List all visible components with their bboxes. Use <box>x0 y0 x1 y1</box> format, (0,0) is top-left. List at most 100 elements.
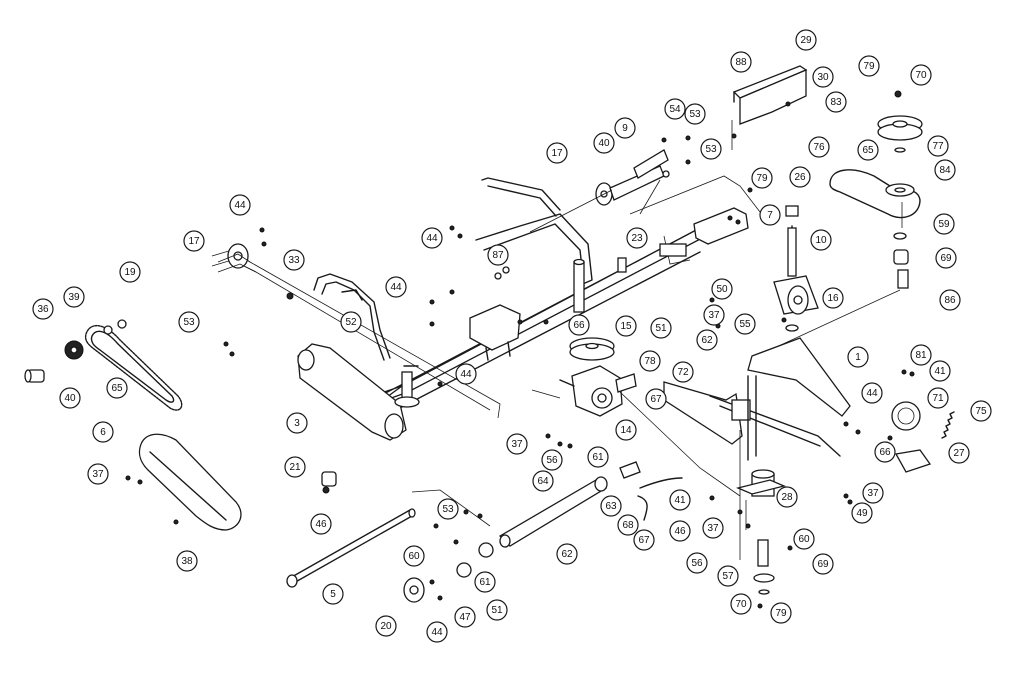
callout-number: 44 <box>234 200 246 211</box>
callout-number: 26 <box>794 172 806 183</box>
callout-88: 88 <box>730 51 752 73</box>
callout-number: 27 <box>953 448 965 459</box>
callout-number: 76 <box>813 142 825 153</box>
callout-circle <box>759 204 781 226</box>
upper-shaft-assembly <box>529 149 670 233</box>
adjuster-plate <box>659 207 749 265</box>
callout-circle <box>935 247 957 269</box>
callout-53: 53 <box>700 138 722 160</box>
callout-number: 75 <box>975 406 987 417</box>
callout-number: 44 <box>426 233 438 244</box>
callout-41: 41 <box>669 489 691 511</box>
right-frame-assembly <box>663 337 955 497</box>
callout-circle <box>474 571 496 593</box>
callout-28: 28 <box>776 486 798 508</box>
callout-number: 70 <box>735 599 747 610</box>
callout-number: 38 <box>181 556 193 567</box>
callout-37: 37 <box>87 463 109 485</box>
callout-27: 27 <box>948 442 970 464</box>
callout-circle <box>283 249 305 271</box>
callout-number: 56 <box>691 558 703 569</box>
callout-70: 70 <box>730 593 752 615</box>
callout-circle <box>857 139 879 161</box>
callout-circle <box>645 388 667 410</box>
callout-46: 46 <box>310 513 332 535</box>
callout-circle <box>734 313 756 335</box>
callout-number: 36 <box>37 304 49 315</box>
callout-number: 37 <box>511 439 523 450</box>
callout-number: 40 <box>64 393 76 404</box>
callout-number: 68 <box>622 520 634 531</box>
callout-79: 79 <box>770 602 792 624</box>
callout-circle <box>793 528 815 550</box>
callout-circle <box>862 482 884 504</box>
callout-15: 15 <box>615 315 637 337</box>
callout-54: 54 <box>664 98 686 120</box>
callout-40: 40 <box>59 387 81 409</box>
callout-number: 77 <box>932 141 944 152</box>
callout-circle <box>669 520 691 542</box>
callout-number: 65 <box>111 383 123 394</box>
callout-number: 63 <box>605 501 617 512</box>
bearing-flange-left <box>217 243 257 273</box>
callout-circle <box>700 138 722 160</box>
callout-circle <box>910 64 932 86</box>
callout-circle <box>847 346 869 368</box>
callout-number: 62 <box>561 549 573 560</box>
callout-circle <box>825 91 847 113</box>
callout-circle <box>939 289 961 311</box>
left-drive-belt <box>24 319 183 411</box>
callout-62: 62 <box>696 329 718 351</box>
callout-78: 78 <box>639 350 661 372</box>
callout-number: 67 <box>650 394 662 405</box>
callout-circle <box>686 552 708 574</box>
callout-circle <box>487 244 509 266</box>
callout-44: 44 <box>455 363 477 385</box>
callout-79: 79 <box>751 167 773 189</box>
callout-circle <box>633 529 655 551</box>
callout-52: 52 <box>340 311 362 333</box>
callout-circle <box>375 615 397 637</box>
callout-number: 69 <box>940 253 952 264</box>
callout-circle <box>63 286 85 308</box>
callout-67: 67 <box>645 388 667 410</box>
callout-67: 67 <box>633 529 655 551</box>
callout-circle <box>403 545 425 567</box>
callout-number: 53 <box>689 109 701 120</box>
callout-circle <box>87 463 109 485</box>
callout-circle <box>730 51 752 73</box>
callout-36: 36 <box>32 298 54 320</box>
callout-circle <box>795 29 817 51</box>
callout-circle <box>119 261 141 283</box>
callout-38: 38 <box>176 550 198 572</box>
callout-circle <box>615 315 637 337</box>
callout-circle <box>506 433 528 455</box>
callout-circle <box>59 387 81 409</box>
callout-number: 53 <box>705 144 717 155</box>
callout-number: 66 <box>573 320 585 331</box>
callout-number: 20 <box>380 621 392 632</box>
callout-53: 53 <box>437 498 459 520</box>
callout-number: 61 <box>592 452 604 463</box>
callout-circle <box>789 166 811 188</box>
callout-circle <box>669 489 691 511</box>
callout-number: 72 <box>677 367 689 378</box>
callout-number: 66 <box>879 447 891 458</box>
callout-circle <box>626 227 648 249</box>
callout-number: 67 <box>638 535 650 546</box>
callout-number: 44 <box>460 369 472 380</box>
callout-number: 30 <box>817 72 829 83</box>
drive-shafts <box>286 461 683 603</box>
callout-84: 84 <box>934 159 956 181</box>
callout-65: 65 <box>857 139 879 161</box>
callout-79: 79 <box>858 55 880 77</box>
callout-20: 20 <box>375 615 397 637</box>
callout-circle <box>672 361 694 383</box>
callout-44: 44 <box>426 621 448 643</box>
callout-circle <box>776 486 798 508</box>
callout-number: 60 <box>798 534 810 545</box>
vertical-shaft-lower <box>739 430 775 595</box>
callout-number: 54 <box>669 104 681 115</box>
callout-circle <box>970 400 992 422</box>
callout-71: 71 <box>927 387 949 409</box>
